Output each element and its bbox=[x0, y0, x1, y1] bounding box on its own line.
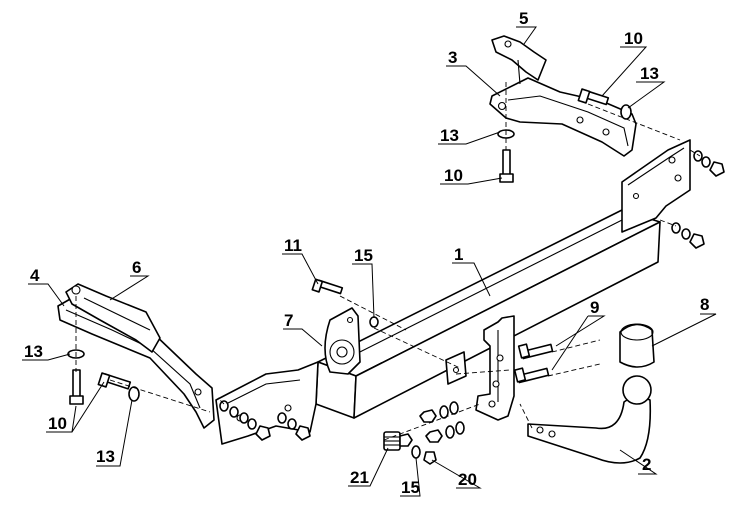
washer-15-bottom bbox=[411, 445, 421, 459]
callout-13-bottom: 13 bbox=[96, 447, 115, 466]
callout-1: 1 bbox=[454, 245, 463, 264]
left-clamp bbox=[65, 283, 161, 353]
callout-9: 9 bbox=[590, 298, 599, 317]
callout-15-bottom: 15 bbox=[401, 478, 420, 497]
callout-labels: 1 2 3 4 5 6 7 8 9 10 10 10 11 13 13 13 1… bbox=[24, 9, 709, 497]
ball-mount-bracket bbox=[475, 315, 515, 421]
right-bracket bbox=[489, 77, 637, 157]
callout-13-top: 13 bbox=[640, 64, 659, 83]
callout-6: 6 bbox=[132, 258, 141, 277]
callout-3: 3 bbox=[448, 48, 457, 67]
callout-4: 4 bbox=[30, 266, 40, 285]
callout-10-top: 10 bbox=[624, 29, 643, 48]
callout-21: 21 bbox=[350, 468, 369, 487]
spring-21 bbox=[383, 431, 413, 451]
callout-13-left: 13 bbox=[24, 342, 43, 361]
ball-mount-nuts bbox=[419, 401, 465, 443]
nut-20 bbox=[423, 451, 437, 465]
leader-lines bbox=[22, 26, 717, 497]
callout-10-left: 10 bbox=[48, 414, 67, 433]
callout-13-right: 13 bbox=[440, 126, 459, 145]
left-plate-nuts bbox=[219, 400, 311, 441]
callout-11: 11 bbox=[284, 236, 302, 255]
tow-ball-cover bbox=[619, 323, 655, 368]
callout-20: 20 bbox=[458, 470, 477, 489]
socket-plate bbox=[324, 307, 361, 375]
right-plate-nuts bbox=[671, 150, 725, 249]
assembly-lines bbox=[75, 82, 701, 441]
crossbar bbox=[315, 209, 661, 419]
callout-5: 5 bbox=[519, 9, 528, 28]
right-side-plate bbox=[621, 139, 691, 233]
callout-2: 2 bbox=[642, 455, 651, 474]
callout-8: 8 bbox=[700, 295, 709, 314]
callout-7: 7 bbox=[284, 311, 293, 330]
washer-13-horizontal-left bbox=[128, 386, 140, 402]
bolt-11 bbox=[311, 278, 344, 295]
bolt-10-vertical-right bbox=[499, 149, 514, 183]
tow-ball-neck bbox=[527, 375, 652, 464]
right-clamp bbox=[491, 35, 547, 85]
callout-15-top: 15 bbox=[354, 246, 373, 265]
bolts-9 bbox=[513, 343, 554, 384]
callout-10-right: 10 bbox=[444, 166, 463, 185]
washer-15-top bbox=[369, 316, 379, 328]
bolt-10-vertical-left bbox=[69, 369, 84, 405]
bolt-10-top-right bbox=[577, 88, 610, 106]
